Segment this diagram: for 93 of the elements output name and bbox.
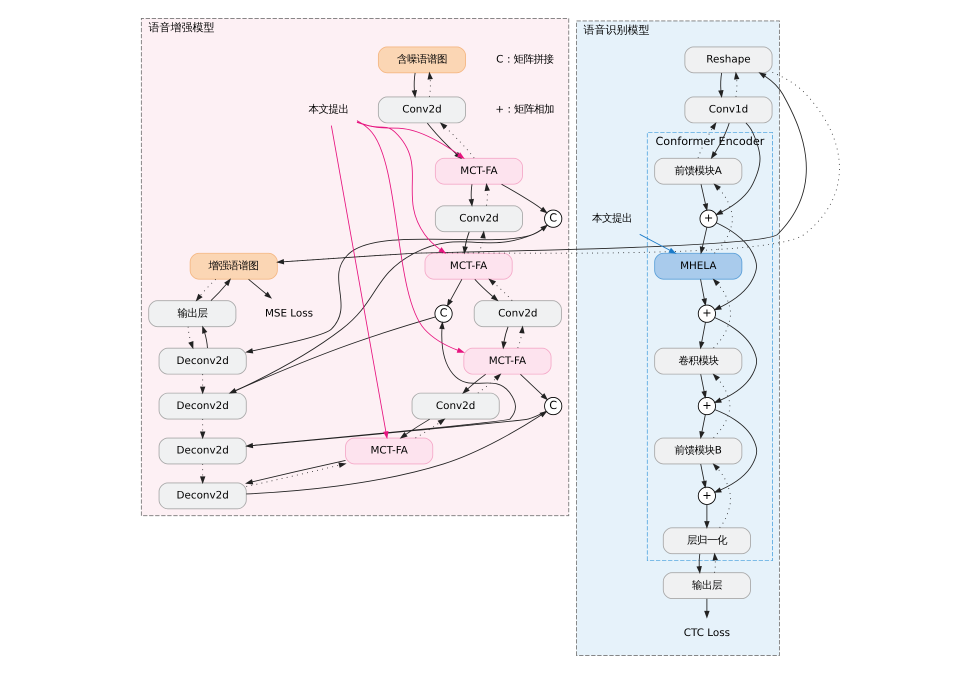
arrow [399,418,430,439]
arrow [330,125,388,440]
node-box: 输出层 [148,300,236,328]
node-box: Reshape [684,46,772,74]
arrow [500,326,508,350]
node-box: MCT-FA [344,438,433,464]
node-circle: C [434,304,452,323]
arrow [356,121,446,254]
arrow [697,122,716,158]
arrow [500,184,548,214]
arrow [484,183,490,206]
node-box: Deconv2d [158,348,246,375]
node-box: Deconv2d [158,482,246,510]
node-box: Deconv2d [158,392,246,420]
arrow [704,598,710,619]
legend-label: C：矩阵拼接 [496,54,553,66]
arrow [427,72,432,98]
node-box: 卷积模块 [654,348,742,375]
arrow [245,321,516,446]
arrow [638,234,676,254]
arrow [713,222,756,310]
node-box: Conv2d [377,96,466,124]
node-box: Conv2d [411,392,500,420]
arrow [446,278,462,307]
arrow [199,418,205,440]
arrow [718,72,724,98]
arrow [713,317,757,404]
arrow [520,374,548,400]
arrow [698,414,706,440]
arrow [202,326,208,348]
node-text: MSE Loss [264,307,313,320]
arrow [476,373,501,394]
arrow [696,553,702,574]
arrow [199,374,205,394]
arrow [698,322,706,350]
arrow [248,278,272,299]
node-box: Conv2d [434,205,522,232]
node-box: 前馈模块A [654,158,742,185]
arrow [699,227,707,254]
arrow [700,374,706,399]
node-box: MHELA [654,252,742,280]
arrow [712,373,730,438]
arrow [462,231,470,254]
node-circle: + [699,210,718,228]
arrow [712,552,718,574]
arrow [210,278,230,301]
node-box: MCT-FA [462,348,551,375]
node-text: 本文提出 [308,104,348,116]
arrow [462,374,486,394]
node-box: MCT-FA [434,158,522,185]
legend-label: +：矩阵相加 [494,104,554,116]
node-box: 增强语谱图 [189,252,278,280]
node-box: MCT-FA [424,252,512,280]
arrow [187,326,193,350]
arrow [700,278,706,306]
node-box: 输出层 [662,572,750,600]
arrow [734,72,739,98]
node-box: 前馈模块B [654,438,742,464]
node-box: 含噪语谱图 [377,46,466,74]
node-circle: + [697,486,716,505]
node-box: 层归一化 [662,527,750,554]
arrow [199,464,205,484]
node-box: Conv2d [473,300,562,328]
arrow [516,326,524,348]
node-circle: C [544,397,562,416]
arrow [414,418,446,438]
arrow [244,225,548,354]
arrow [712,278,730,348]
node-circle: + [697,304,716,323]
node-box: Deconv2d [158,438,246,464]
arrow [478,230,486,254]
arrow [468,184,474,207]
arrow [714,122,760,216]
node-box: Conv1d [684,96,772,124]
arrow [228,316,436,394]
arrow [244,410,546,448]
arrow [700,464,706,489]
arrow [713,183,732,254]
node-circle: + [697,397,716,416]
arrow [488,278,512,301]
arrow [195,278,216,302]
arrow [713,409,757,493]
arrow [474,278,498,302]
node-text: CTC Loss [683,626,730,639]
arrow [710,122,730,160]
arrow [700,184,708,212]
arrow [704,504,710,529]
arrow [712,463,730,528]
arrow [245,410,547,494]
node-circle: C [544,210,562,228]
arrow [356,120,464,353]
node-text: 本文提出 [591,212,632,224]
arrow [411,72,417,98]
